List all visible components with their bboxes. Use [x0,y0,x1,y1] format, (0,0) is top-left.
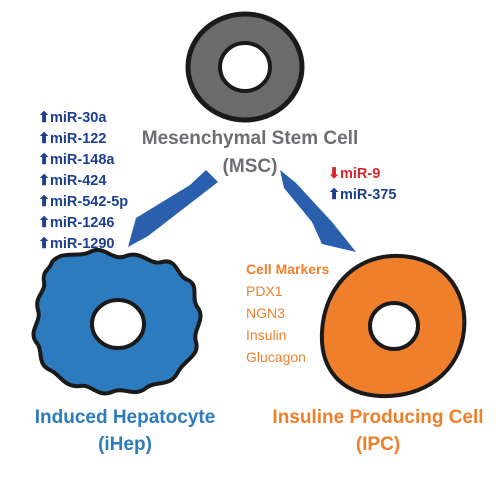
up-arrow-icon: ⬆ [38,173,51,189]
mirna-item: ⬆miR-30a [38,108,128,129]
arrow-to-ihep [128,170,218,247]
ipc-subtitle: (IPC) [355,434,401,455]
up-arrow-icon: ⬆ [38,215,51,231]
ipc-cell [319,253,467,399]
ipc-title: Insuline Producing Cell [272,407,484,428]
cell-markers-list: Cell Markers PDX1 NGN3 Insulin Glucagon [246,258,329,368]
msc-subtitle: (MSC) [222,156,278,177]
up-arrow-icon: ⬆ [328,187,341,203]
ihep-subtitle: (iHep) [98,434,152,455]
up-arrow-icon: ⬆ [38,194,51,210]
msc-title: Mesenchymal Stem Cell [141,128,359,149]
mirna-item: ⬆miR-542-5p [38,192,128,213]
up-arrow-icon: ⬆ [38,110,51,126]
mirna-item: ⬆miR-1290 [38,234,128,255]
msc-cell [185,11,305,123]
ipc-mirna-list: ⬇miR-9 ⬆miR-375 [328,164,396,206]
marker-item: NGN3 [246,305,285,321]
mirna-item: ⬆miR-424 [38,171,128,192]
down-arrow-icon: ⬇ [328,166,341,182]
up-arrow-icon: ⬆ [38,131,51,147]
marker-item: PDX1 [246,283,283,299]
mirna-item: ⬆miR-1246 [38,213,128,234]
up-arrow-icon: ⬆ [38,152,51,168]
ihep-mirna-list: ⬆miR-30a ⬆miR-122 ⬆miR-148a ⬆miR-424 ⬆mi… [38,108,128,255]
arrow-to-ipc [280,170,356,252]
ihep-cell [31,248,203,396]
ihep-title: Induced Hepatocyte [34,407,216,428]
mirna-item-up: ⬆miR-375 [328,185,396,206]
mirna-item: ⬆miR-148a [38,150,128,171]
up-arrow-icon: ⬆ [38,236,51,252]
marker-item: Glucagon [246,349,306,365]
marker-item: Insulin [246,327,287,343]
cell-markers-title: Cell Markers [246,261,330,277]
mirna-item-down: ⬇miR-9 [328,164,396,185]
mirna-item: ⬆miR-122 [38,129,128,150]
